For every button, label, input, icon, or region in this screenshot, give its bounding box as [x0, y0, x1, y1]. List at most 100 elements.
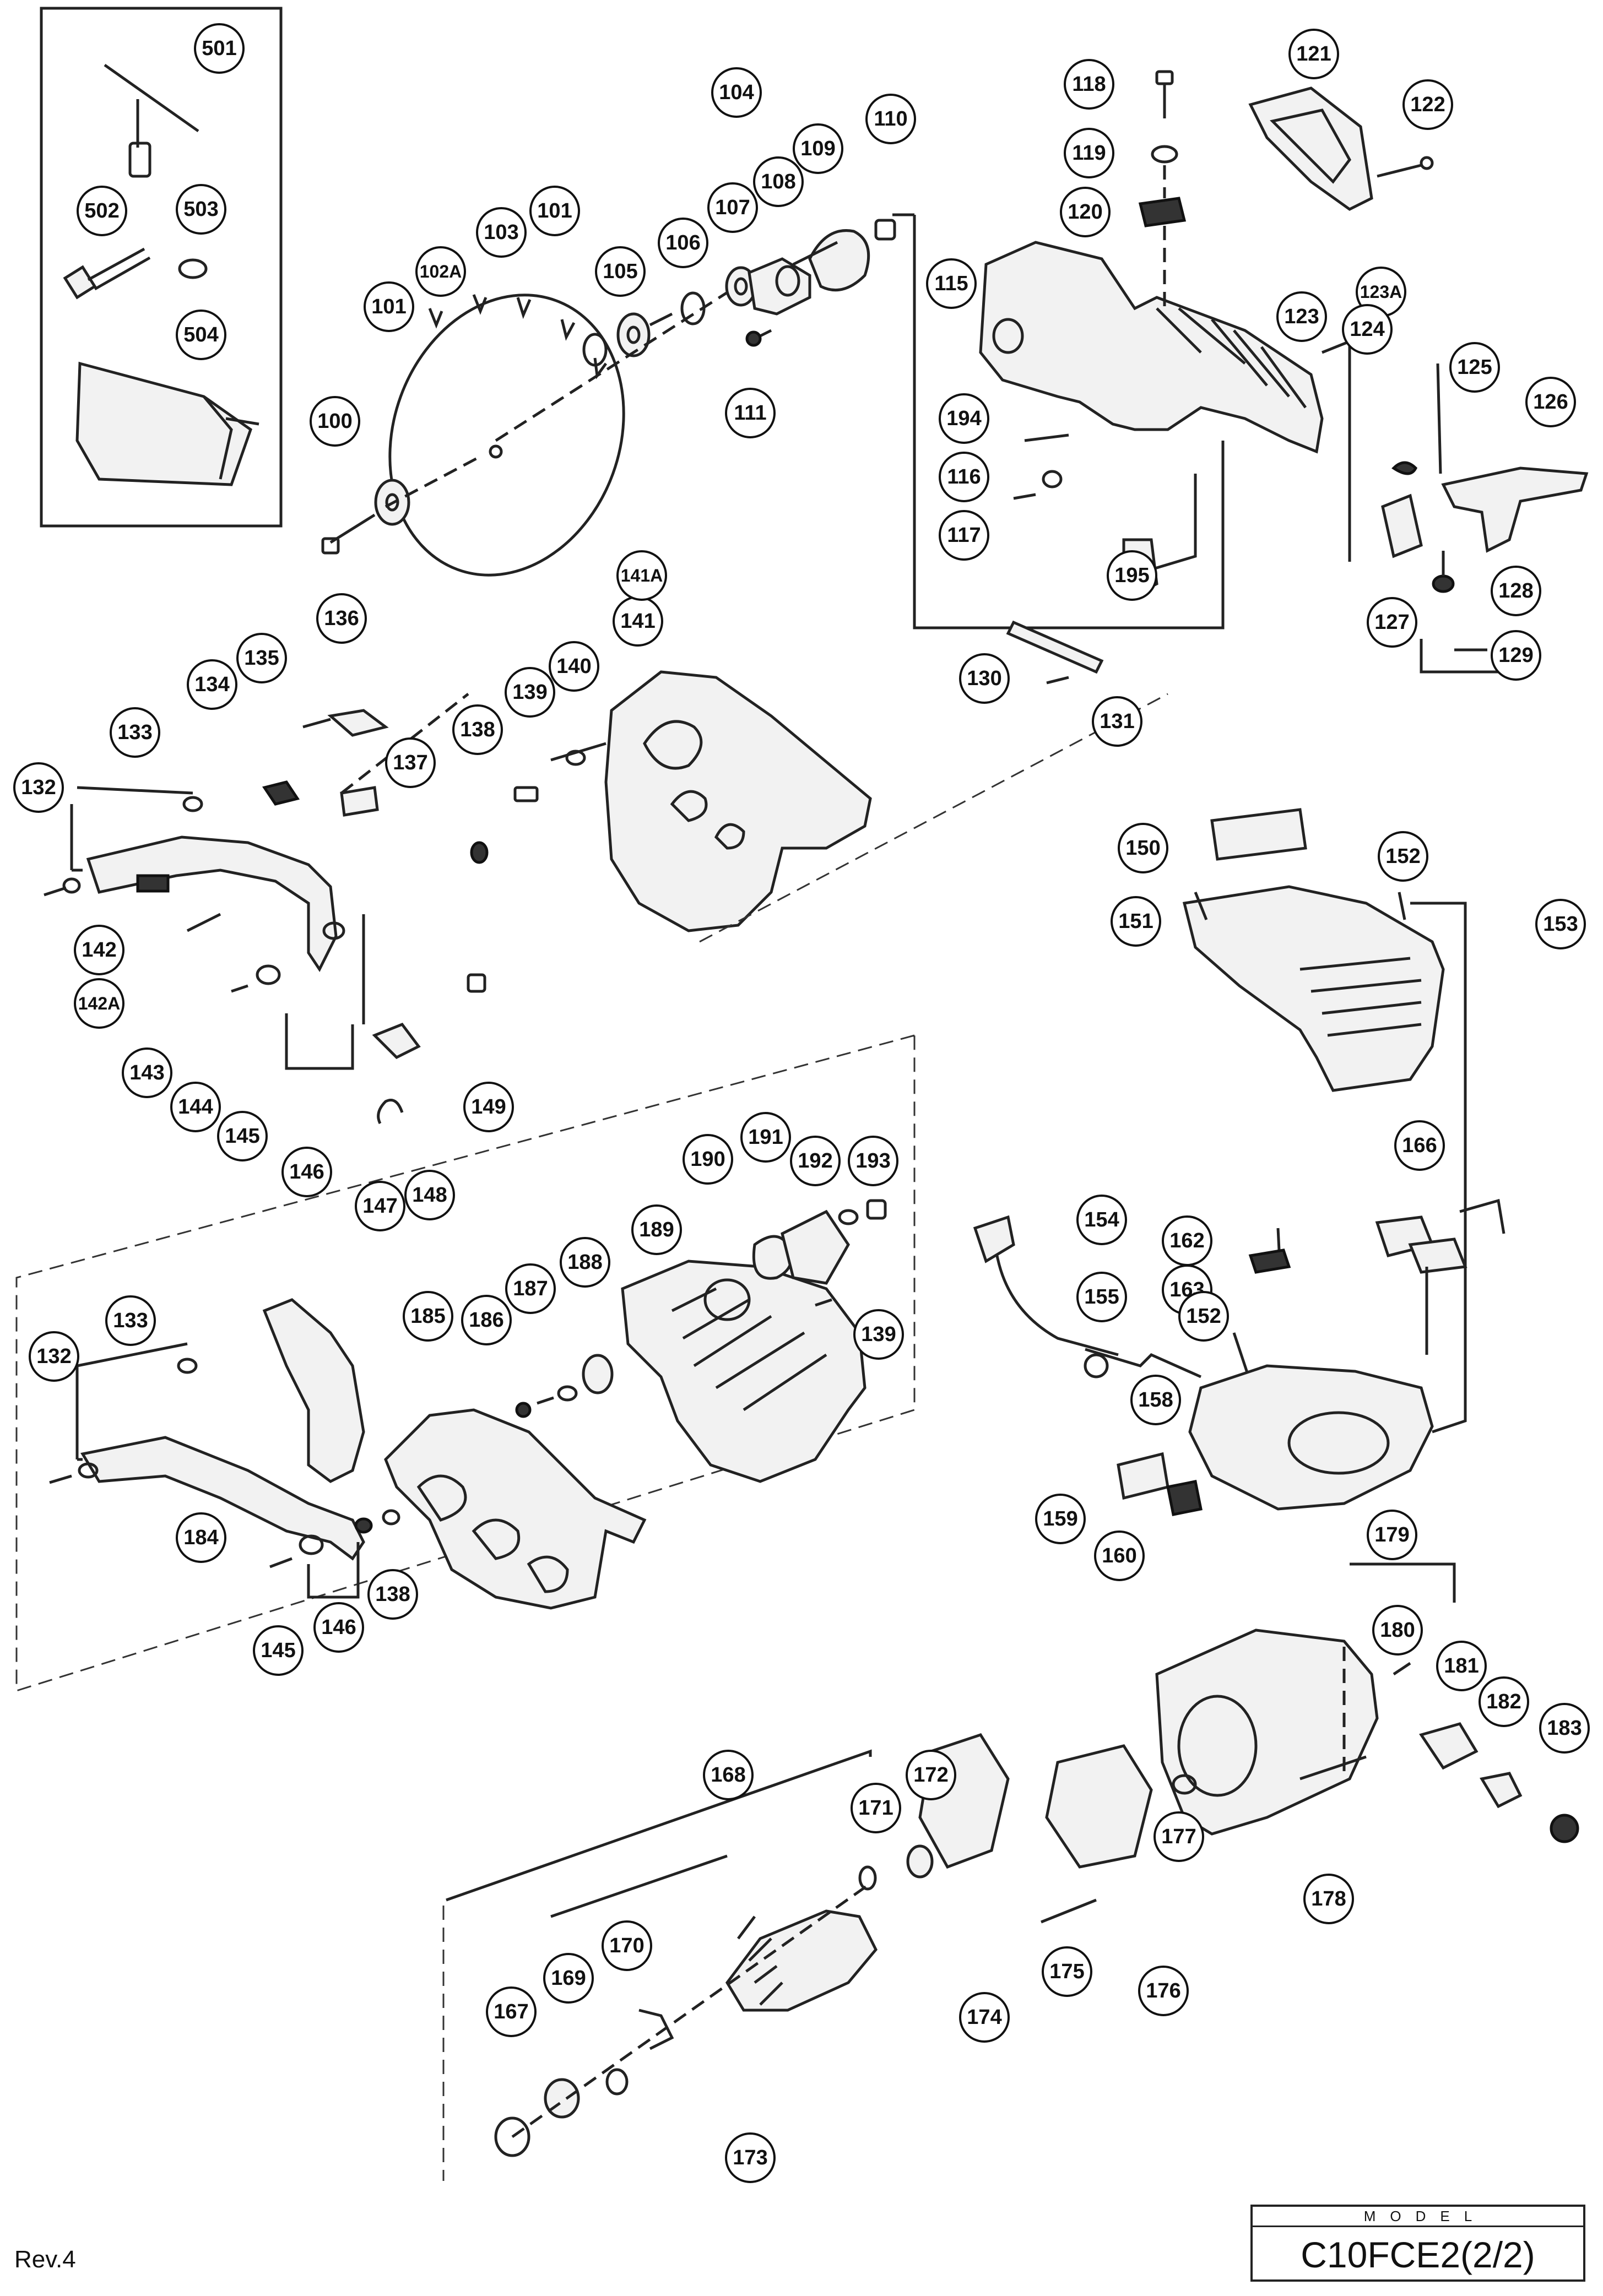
base-housing — [1188, 1364, 1434, 1511]
part-callout-155: 155 — [1076, 1272, 1127, 1322]
part-number-label: 179 — [1374, 1523, 1409, 1546]
part-number-label: 123A — [1360, 282, 1402, 302]
part-number-label: 136 — [324, 607, 359, 630]
part-callout-142: 142 — [74, 925, 124, 975]
part-callout-124: 124 — [1342, 304, 1393, 355]
part-number-label: 125 — [1457, 356, 1492, 379]
part-callout-100: 100 — [310, 396, 360, 447]
part-number-label: 191 — [748, 1126, 783, 1149]
part-number-label: 183 — [1547, 1717, 1582, 1740]
part-callout-130: 130 — [959, 653, 1010, 704]
part-callout-190: 190 — [683, 1134, 733, 1185]
part-number-label: 173 — [733, 2146, 767, 2169]
part-number-label: 139 — [861, 1323, 896, 1346]
part-number-label: 131 — [1100, 710, 1134, 733]
part-callout-140: 140 — [549, 641, 599, 692]
part-callout-166: 166 — [1394, 1120, 1445, 1171]
arm-part-184 — [80, 1436, 365, 1561]
part-callout-105: 105 — [595, 246, 646, 297]
part-number-label: 100 — [317, 410, 352, 433]
part-callout-182: 182 — [1479, 1676, 1529, 1727]
part-number-label: 501 — [202, 37, 236, 60]
part-number-label: 128 — [1498, 579, 1533, 603]
part-callout-151: 151 — [1111, 896, 1161, 947]
part-callout-145: 145 — [253, 1625, 304, 1676]
lower-guard-group — [49, 1199, 887, 1610]
part-number-label: 160 — [1102, 1544, 1136, 1567]
part-number-label: 171 — [858, 1796, 893, 1820]
part-number-label: 152 — [1385, 845, 1420, 868]
part-callout-172: 172 — [906, 1750, 956, 1800]
part-callout-131: 131 — [1092, 696, 1142, 747]
part-number-label: 149 — [471, 1095, 506, 1119]
part-number-label: 106 — [665, 231, 700, 254]
part-callout-153: 153 — [1535, 899, 1586, 949]
part-number-label: 176 — [1146, 1979, 1180, 2002]
part-number-label: 103 — [484, 221, 518, 244]
handle-cover-part-121 — [1248, 86, 1373, 211]
part-callout-173: 173 — [725, 2132, 776, 2183]
part-number-label: 137 — [393, 751, 427, 774]
part-number-label: 504 — [183, 323, 218, 346]
part-callout-167: 167 — [486, 1986, 537, 2037]
part-number-label: 159 — [1043, 1507, 1077, 1530]
gear-case-group — [892, 70, 1589, 685]
part-number-label: 154 — [1084, 1208, 1119, 1231]
part-callout-138: 138 — [452, 704, 503, 755]
arm-part-142 — [86, 835, 338, 972]
part-number-label: 130 — [967, 667, 1001, 690]
part-number-label: 195 — [1114, 564, 1149, 587]
part-callout-192: 192 — [790, 1136, 841, 1186]
part-callout-110: 110 — [865, 94, 916, 144]
washer-part-503 — [178, 258, 208, 279]
part-callout-174: 174 — [959, 1992, 1010, 2043]
part-callout-191: 191 — [740, 1112, 791, 1163]
part-number-label: 142A — [78, 994, 121, 1013]
part-callout-177: 177 — [1153, 1811, 1204, 1862]
part-number-label: 141 — [620, 610, 655, 633]
part-callout-180: 180 — [1372, 1605, 1423, 1655]
part-callout-117: 117 — [939, 510, 989, 561]
armature-part-168 — [725, 1909, 878, 2012]
part-callout-175: 175 — [1042, 1946, 1092, 1997]
part-callout-162: 162 — [1162, 1215, 1212, 1266]
part-number-label: 184 — [183, 1526, 218, 1549]
part-callout-147: 147 — [355, 1181, 405, 1231]
guard-part-141 — [604, 670, 872, 932]
part-callout-143: 143 — [122, 1047, 172, 1098]
part-callout-194: 194 — [939, 393, 989, 444]
part-callout-127: 127 — [1367, 597, 1417, 648]
part-number-label: 146 — [289, 1160, 324, 1184]
part-number-label: 138 — [375, 1583, 410, 1606]
part-callout-107: 107 — [707, 182, 758, 233]
gear-case-part-123 — [979, 241, 1324, 454]
part-number-label: 182 — [1486, 1690, 1521, 1713]
part-number-label: 143 — [129, 1061, 164, 1084]
part-callout-187: 187 — [505, 1263, 556, 1314]
part-number-label: 120 — [1068, 200, 1102, 224]
wrench-part-501 — [104, 63, 199, 178]
part-number-label: 111 — [734, 401, 766, 425]
part-number-label: 190 — [690, 1148, 725, 1171]
part-callout-135: 135 — [236, 633, 287, 683]
part-number-label: 101 — [371, 295, 406, 318]
part-number-label: 116 — [947, 465, 981, 488]
part-callout-160: 160 — [1094, 1530, 1145, 1581]
part-callout-184: 184 — [176, 1512, 226, 1563]
part-callout-108: 108 — [753, 156, 804, 207]
part-callout-101: 101 — [529, 186, 580, 236]
part-number-label: 102A — [420, 262, 462, 281]
part-callout-139: 139 — [853, 1309, 904, 1360]
part-number-label: 123 — [1284, 305, 1319, 328]
accessory-group — [40, 7, 283, 528]
part-callout-115: 115 — [926, 258, 977, 309]
part-number-label: 170 — [609, 1934, 644, 1957]
part-callout-103: 103 — [476, 207, 527, 258]
part-callout-195: 195 — [1107, 550, 1157, 601]
part-number-label: 185 — [410, 1305, 445, 1328]
part-callout-118: 118 — [1064, 59, 1114, 110]
blade-group — [321, 219, 896, 577]
part-callout-121: 121 — [1288, 29, 1339, 79]
arm-part-185 — [262, 1298, 365, 1483]
part-number-label: 192 — [798, 1149, 832, 1173]
